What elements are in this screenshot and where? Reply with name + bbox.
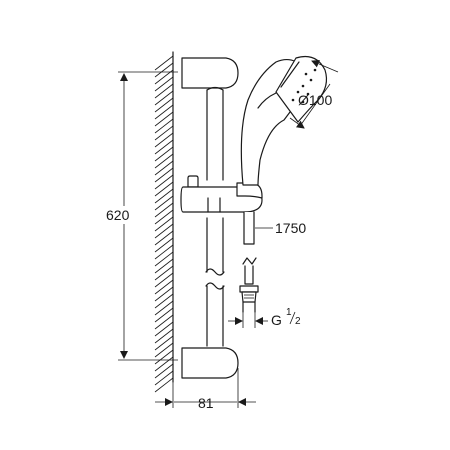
hatch-line bbox=[154, 356, 174, 372]
rail-height-label: 620 bbox=[106, 207, 130, 223]
hatch-line bbox=[154, 90, 174, 106]
hatch-line bbox=[154, 265, 174, 281]
hatch-line bbox=[154, 237, 174, 253]
hose bbox=[239, 257, 259, 313]
hatch-line bbox=[154, 279, 174, 295]
hatch-line bbox=[154, 258, 174, 274]
hatch-line bbox=[154, 181, 174, 197]
hatch-line bbox=[154, 202, 174, 218]
hatch-line bbox=[154, 111, 174, 127]
head-diameter-label: Ø100 bbox=[298, 92, 332, 108]
top-wall-bracket bbox=[181, 57, 239, 89]
hatch-line bbox=[154, 174, 174, 190]
hatch-line bbox=[154, 342, 174, 358]
hatch-line bbox=[154, 363, 174, 379]
dimension-hose-length: 1750 bbox=[255, 220, 306, 236]
hatch-line bbox=[154, 293, 174, 309]
bottom-wall-bracket bbox=[181, 347, 239, 379]
hatch-line bbox=[154, 349, 174, 365]
hatch-line bbox=[154, 314, 174, 330]
hatch-line bbox=[154, 83, 174, 99]
hatch-line bbox=[154, 153, 174, 169]
hatch-line bbox=[154, 307, 174, 323]
hatch-line bbox=[154, 160, 174, 176]
hatch-line bbox=[154, 244, 174, 260]
hatch-line bbox=[154, 335, 174, 351]
hatch-line bbox=[154, 195, 174, 211]
dimension-wall-distance: 81 bbox=[155, 368, 256, 411]
hatch-line bbox=[154, 97, 174, 113]
hatch-line bbox=[154, 139, 174, 155]
hatch-line bbox=[154, 370, 174, 386]
hatch-line bbox=[154, 55, 174, 71]
hatch-line bbox=[154, 76, 174, 92]
hatch-line bbox=[154, 118, 174, 134]
hatch-line bbox=[154, 251, 174, 267]
hatch-line bbox=[154, 321, 174, 337]
hatch-line bbox=[154, 167, 174, 183]
hatch-line bbox=[154, 230, 174, 246]
slider-holder bbox=[180, 175, 263, 213]
hatch-line bbox=[154, 209, 174, 225]
hatch-line bbox=[154, 146, 174, 162]
hatch-line bbox=[154, 104, 174, 120]
thread-fraction-numerator: 1 bbox=[286, 307, 292, 318]
spray-nozzles bbox=[291, 68, 317, 104]
dimension-head-diameter: Ø100 bbox=[289, 60, 339, 129]
thread-fraction-denominator: 2 bbox=[295, 316, 301, 327]
hatch-line bbox=[154, 300, 174, 316]
hand-shower bbox=[240, 55, 328, 245]
dimension-connection-thread: G 1 2 bbox=[228, 307, 301, 328]
hatch-line bbox=[154, 272, 174, 288]
dimension-rail-height: 620 bbox=[103, 71, 178, 361]
wall bbox=[154, 51, 174, 393]
hatch-line bbox=[154, 125, 174, 141]
hatch-line bbox=[154, 328, 174, 344]
hatch-line bbox=[154, 377, 174, 393]
hatch-line bbox=[154, 216, 174, 232]
wall-distance-label: 81 bbox=[198, 395, 214, 411]
hatch-line bbox=[154, 62, 174, 78]
hose-length-label: 1750 bbox=[275, 220, 306, 236]
hatch-line bbox=[154, 286, 174, 302]
wall-hatching bbox=[154, 55, 174, 393]
hatch-line bbox=[154, 188, 174, 204]
hatch-line bbox=[154, 132, 174, 148]
thread-label: G bbox=[271, 312, 282, 328]
shower-rail bbox=[205, 86, 225, 347]
hatch-line bbox=[154, 223, 174, 239]
